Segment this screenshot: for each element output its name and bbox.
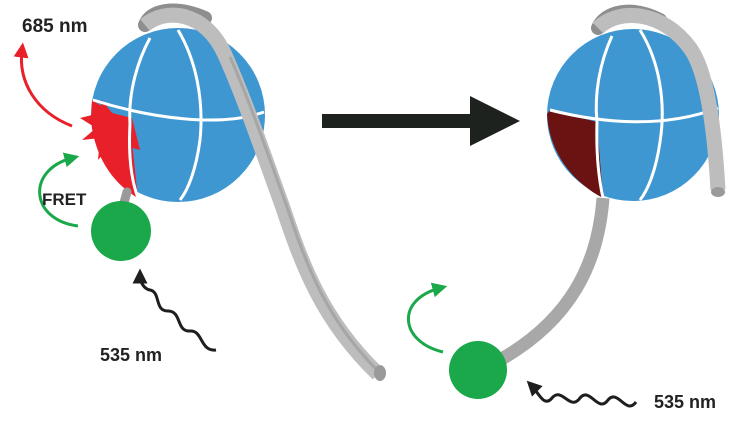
right-arrow-icon xyxy=(322,96,520,146)
released-state: 535 nm xyxy=(407,4,726,412)
emission-label: 685 nm xyxy=(22,16,87,37)
stalk-right xyxy=(496,197,610,366)
fret-label: FRET xyxy=(42,190,87,209)
fret-arrow-icon-right xyxy=(407,282,448,354)
protein-sphere-right xyxy=(547,29,719,201)
acceptor-flash-icon xyxy=(80,100,140,166)
wavy-light-icon-right xyxy=(526,380,638,408)
strand-end-right xyxy=(711,187,725,197)
donor-right xyxy=(449,341,507,399)
fret-arrow-icon xyxy=(38,152,80,228)
wavy-light-icon-left xyxy=(132,268,217,352)
excitation-label-left: 535 nm xyxy=(100,345,162,365)
strand-front-right xyxy=(592,8,726,191)
bound-state: 685 nm FRET 535 nm xyxy=(13,3,386,381)
strand-front-left xyxy=(140,7,384,380)
acceptor-dark xyxy=(547,110,603,198)
emission-arrow-icon xyxy=(13,42,73,128)
donor-left xyxy=(91,201,151,261)
protein-sphere-left xyxy=(80,28,265,202)
excitation-label-right: 535 nm xyxy=(654,392,716,412)
strand-end-left xyxy=(374,365,386,381)
